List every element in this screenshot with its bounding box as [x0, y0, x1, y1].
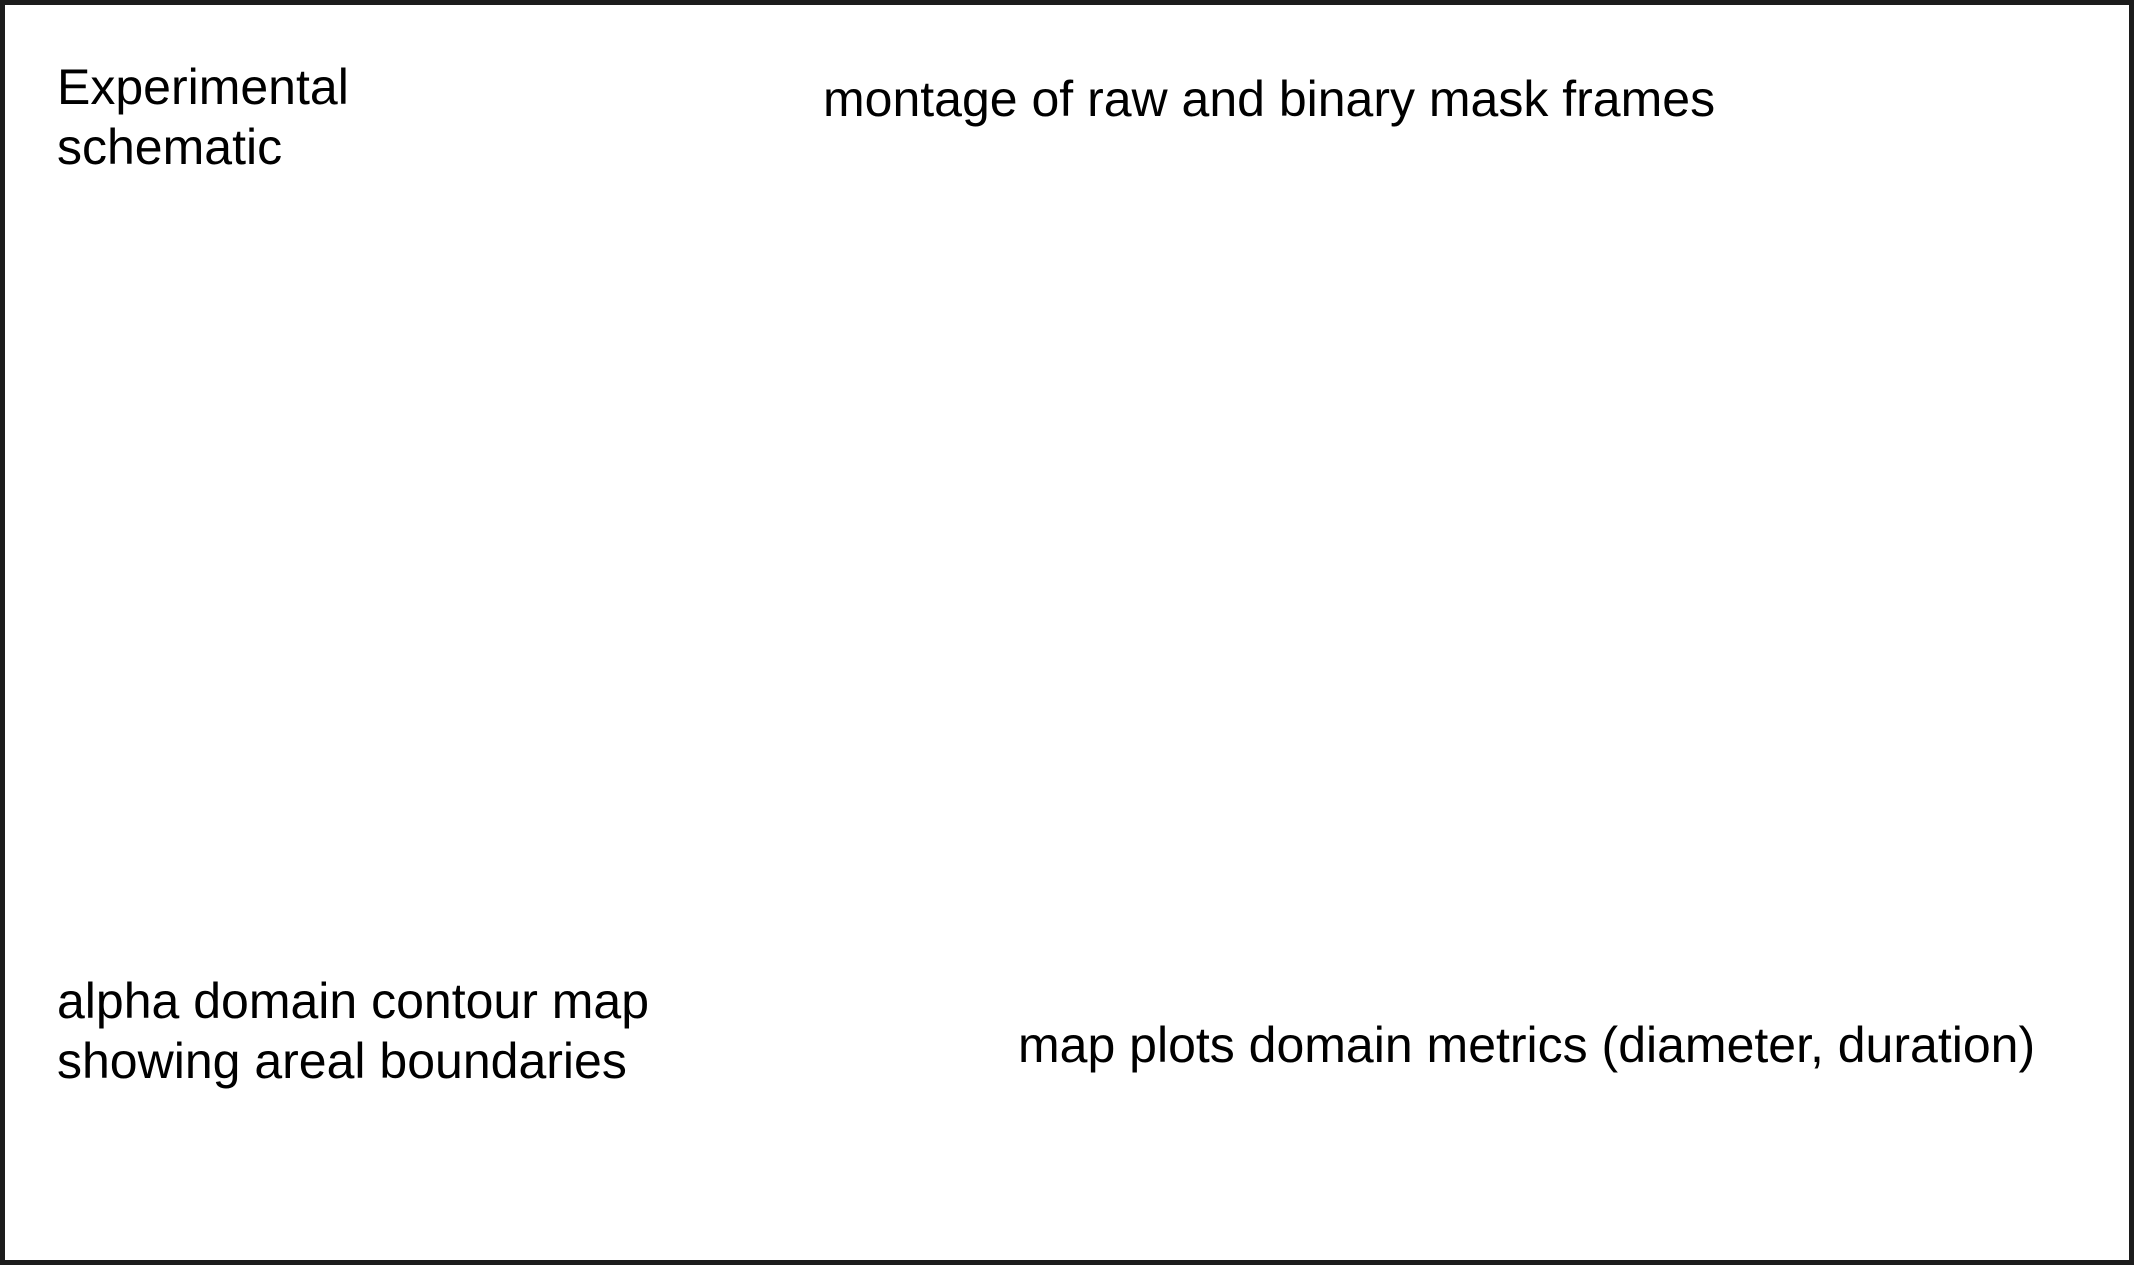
caption-alpha-domain-contour-map: alpha domain contour map showing areal b…	[57, 973, 650, 1089]
caption-map-plots-domain-metrics: map plots domain metrics (diameter, dura…	[1018, 1017, 2036, 1073]
caption-experimental-schematic: Experimental schematic	[57, 59, 349, 175]
caption-montage-frames: montage of raw and binary mask frames	[823, 71, 1716, 127]
